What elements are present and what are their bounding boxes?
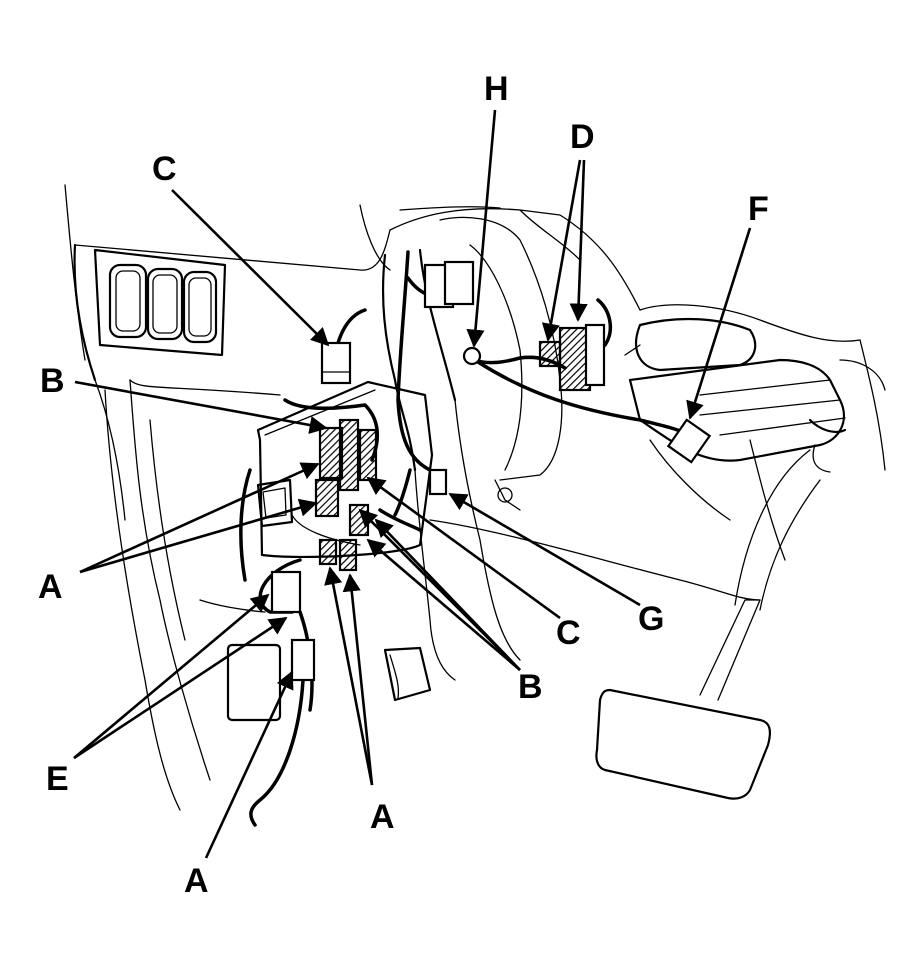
steering-column-bracket bbox=[381, 216, 563, 681]
callout-labels: C B H D F A C G B E A A bbox=[38, 70, 769, 900]
wire-harness bbox=[239, 250, 692, 827]
connector-d-body bbox=[584, 323, 606, 387]
label-e: E bbox=[46, 760, 69, 798]
fuse-connector-a-left bbox=[314, 478, 340, 518]
connectors bbox=[226, 260, 712, 722]
label-b-left: B bbox=[40, 362, 65, 400]
pedal-assembly bbox=[383, 449, 821, 800]
label-g: G bbox=[638, 600, 664, 638]
ground-point-h bbox=[462, 346, 482, 366]
label-f: F bbox=[748, 190, 769, 228]
vent-switch-panel bbox=[93, 248, 227, 357]
label-b-right: B bbox=[518, 668, 543, 706]
connector-d-small bbox=[538, 340, 562, 368]
label-c-top: C bbox=[152, 150, 177, 188]
fuse-connector-bottom-1 bbox=[318, 538, 338, 566]
label-a-center: A bbox=[370, 798, 395, 836]
fuse-connector-bottom-2 bbox=[338, 538, 358, 572]
connector-c-top bbox=[320, 341, 352, 385]
connector-upper-center-2 bbox=[443, 260, 475, 306]
label-a-left: A bbox=[38, 568, 63, 606]
connector-f bbox=[666, 418, 712, 464]
connector-g bbox=[428, 468, 448, 496]
label-c-right: C bbox=[556, 614, 581, 652]
label-a-bottom: A bbox=[184, 862, 209, 900]
label-h: H bbox=[484, 70, 509, 108]
dashboard-outline bbox=[64, 184, 886, 521]
kick-panel-outline bbox=[104, 379, 281, 811]
steering-column-right bbox=[429, 317, 886, 601]
junction-box-lower bbox=[226, 643, 282, 722]
fuse-connector-center bbox=[338, 418, 360, 492]
fuse-connector-c bbox=[358, 428, 378, 482]
label-d: D bbox=[570, 118, 595, 156]
connector-a-bottom bbox=[290, 638, 316, 682]
fuse-connector-b-top bbox=[318, 426, 344, 480]
fuse-connector-bottom-3 bbox=[348, 503, 370, 537]
leader-arrows bbox=[73, 109, 752, 859]
connector-e bbox=[270, 570, 302, 614]
